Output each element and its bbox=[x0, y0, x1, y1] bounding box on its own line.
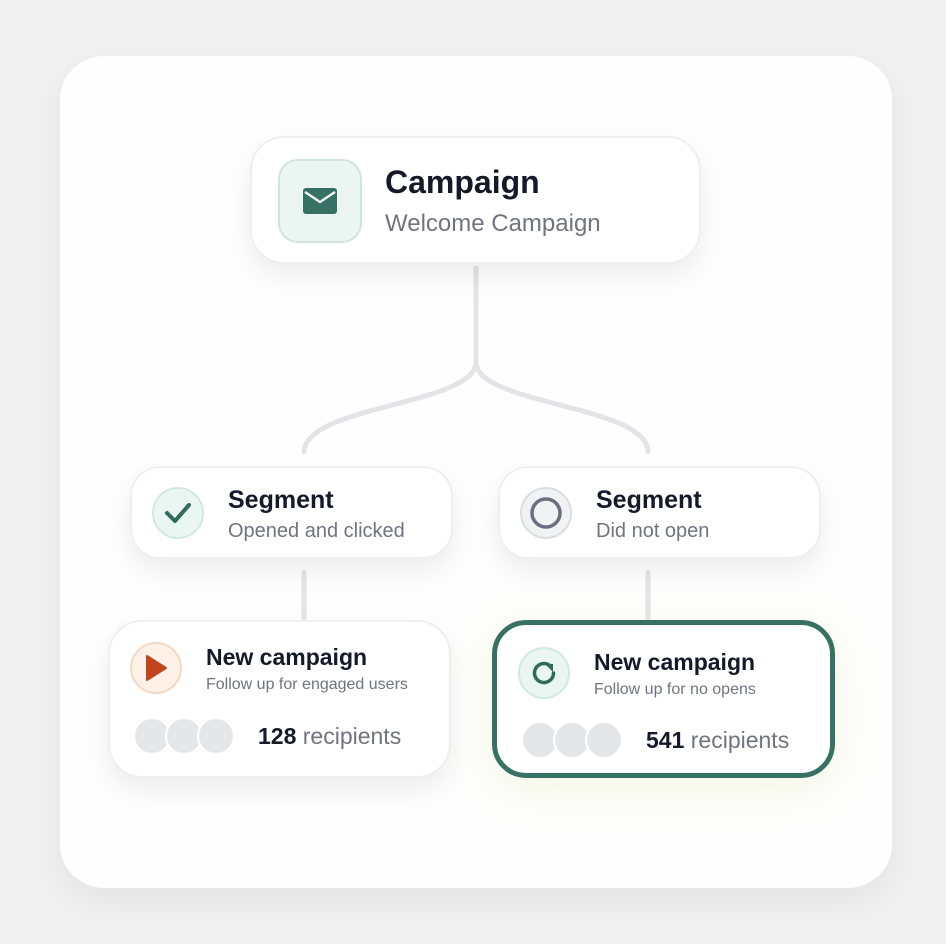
new-campaign-title: New campaign bbox=[594, 649, 756, 675]
new-campaign-node-no-opens[interactable]: New campaign Follow up for no opens 541 … bbox=[492, 620, 835, 778]
refresh-icon bbox=[518, 647, 570, 699]
segment-node-not-opened[interactable]: Segment Did not open bbox=[498, 466, 821, 559]
segment-subtitle: Did not open bbox=[596, 520, 710, 542]
recipients-label: recipients bbox=[302, 723, 402, 749]
new-campaign-subtitle: Follow up for engaged users bbox=[206, 676, 408, 693]
new-campaign-node-engaged[interactable]: New campaign Follow up for engaged users… bbox=[108, 620, 451, 778]
segment-node-opened[interactable]: Segment Opened and clicked bbox=[130, 466, 453, 559]
check-icon bbox=[152, 487, 204, 539]
new-campaign-subtitle: Follow up for no opens bbox=[594, 681, 756, 698]
avatar-stack bbox=[521, 721, 625, 759]
empty-circle-icon bbox=[520, 487, 572, 539]
recipients-number: 541 bbox=[646, 727, 685, 753]
campaign-title: Campaign bbox=[385, 164, 540, 200]
campaign-subtitle: Welcome Campaign bbox=[385, 210, 601, 237]
segment-subtitle: Opened and clicked bbox=[228, 520, 405, 542]
segment-title: Segment bbox=[596, 486, 702, 514]
campaign-node[interactable]: Campaign Welcome Campaign bbox=[250, 136, 701, 264]
avatar bbox=[197, 717, 235, 755]
avatar-stack bbox=[133, 717, 237, 755]
connector-branch-left bbox=[301, 359, 479, 455]
new-campaign-title: New campaign bbox=[206, 644, 368, 670]
recipients-label: recipients bbox=[690, 727, 790, 753]
recipients-number: 128 bbox=[258, 723, 297, 749]
recipients-count: 541 recipients bbox=[646, 727, 789, 754]
avatar bbox=[585, 721, 623, 759]
recipients-count: 128 recipients bbox=[258, 723, 401, 750]
envelope-icon bbox=[278, 159, 362, 243]
play-icon bbox=[130, 642, 182, 694]
segment-title: Segment bbox=[228, 486, 334, 514]
connector-branch-right bbox=[473, 359, 651, 455]
